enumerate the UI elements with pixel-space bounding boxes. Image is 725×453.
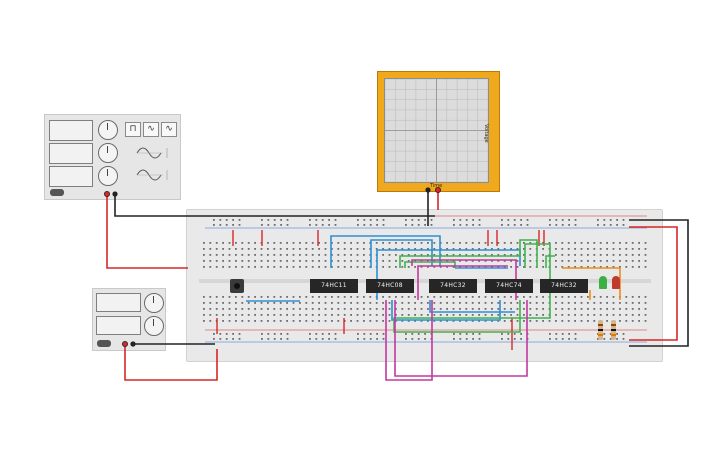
psu-negative-terminal	[130, 341, 136, 347]
ic-74hc11[interactable]: 74HC11	[310, 279, 358, 293]
voltage-display	[96, 293, 141, 312]
amplitude-display	[49, 143, 93, 164]
frequency-display	[49, 120, 93, 141]
scope-grid	[385, 79, 488, 182]
current-knob[interactable]	[144, 316, 164, 336]
square-wave-button[interactable]: ⊓	[125, 122, 141, 137]
offset-display	[49, 166, 93, 187]
psu-power-button[interactable]	[97, 340, 111, 347]
led-red[interactable]	[612, 276, 620, 289]
voltage-knob[interactable]	[144, 293, 164, 313]
resistor-bands	[598, 324, 616, 336]
psu-positive-terminal	[122, 340, 129, 347]
green-jumpers	[393, 239, 555, 333]
oscilloscope-screen	[384, 78, 489, 183]
ic-74hc74[interactable]: 74HC74	[485, 279, 533, 293]
scope-time-label: Time	[430, 183, 443, 189]
red-power-jumpers	[216, 230, 545, 350]
fgen-power-button[interactable]	[50, 189, 64, 196]
breadboard-holes	[199, 215, 651, 343]
wire-black-fgen	[114, 196, 435, 217]
ic-74hc08[interactable]: 74HC08	[366, 279, 414, 293]
sine-wave-button[interactable]: ∿	[161, 122, 177, 137]
orange-jumpers	[562, 267, 621, 300]
wire-black-right	[629, 219, 689, 347]
push-button[interactable]	[230, 279, 244, 293]
frequency-knob[interactable]	[98, 120, 118, 140]
scope-probe-terminal	[434, 186, 441, 193]
current-display	[96, 316, 141, 335]
waveform-icons	[136, 147, 168, 181]
amplitude-knob[interactable]	[98, 143, 118, 163]
scope-ground-terminal	[425, 187, 431, 193]
ic-74hc32-b[interactable]: 74HC32	[540, 279, 588, 293]
wire-red-fgen	[106, 196, 188, 269]
fgen-positive-terminal	[104, 190, 111, 197]
fgen-negative-terminal	[112, 191, 118, 197]
blue-jumpers	[246, 235, 521, 321]
power-supply[interactable]	[92, 288, 166, 351]
oscilloscope[interactable]: Time Voltage	[377, 71, 500, 192]
led-green[interactable]	[599, 276, 607, 289]
wire-red-psu	[124, 344, 218, 381]
offset-knob[interactable]	[98, 166, 118, 186]
triangle-wave-button[interactable]: ∿	[143, 122, 159, 137]
function-generator[interactable]: ⊓ ∿ ∿	[44, 114, 181, 200]
ic-74hc32-a[interactable]: 74HC32	[429, 279, 477, 293]
wire-red-right	[629, 226, 678, 341]
